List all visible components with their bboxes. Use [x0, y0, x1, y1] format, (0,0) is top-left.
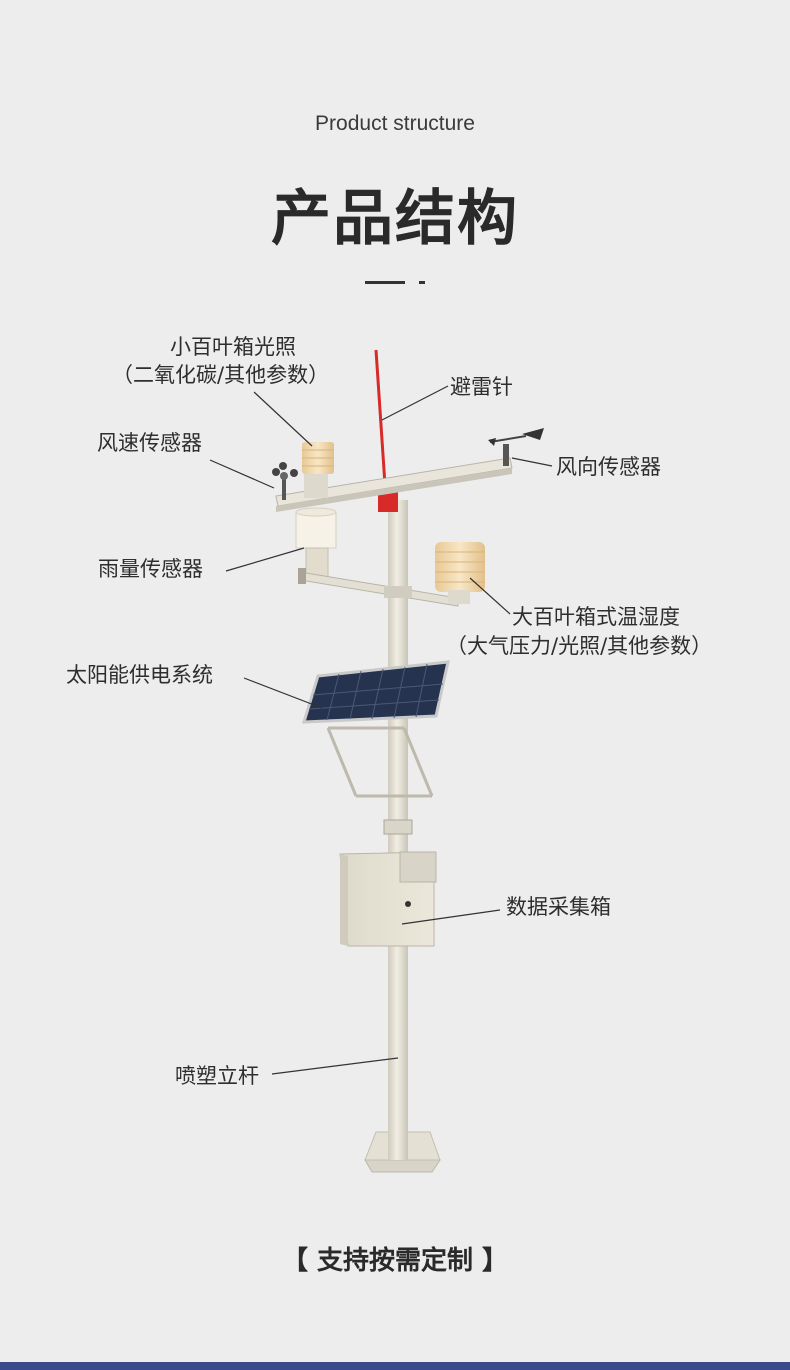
label-small-shutter-params: （二氧化碳/其他参数） [112, 363, 330, 387]
bottom-strip [0, 1362, 790, 1370]
solar-panel-shape [301, 660, 450, 724]
small-shutter-shape [302, 442, 334, 498]
title-underline [365, 281, 405, 284]
solar-bracket [326, 726, 434, 798]
label-pole: 喷塑立杆 [175, 1064, 259, 1088]
top-clamp [378, 490, 398, 512]
large-shutter-shape [435, 542, 485, 604]
lightning-rod-shape [374, 349, 388, 501]
label-solar-power: 太阳能供电系统 [66, 663, 213, 687]
wind-vane-shape [488, 428, 544, 466]
label-small-shutter-title: 小百叶箱光照 [170, 335, 296, 359]
anemometer-shape [272, 462, 298, 500]
title-underline-dot [419, 281, 425, 284]
label-wind-direction: 风向传感器 [556, 455, 661, 479]
section-title: 产品结构 [271, 184, 519, 254]
leader-lines [209, 385, 553, 1075]
upper-crossarm [275, 457, 513, 512]
label-data-box: 数据采集箱 [506, 895, 611, 919]
label-rain-gauge: 雨量传感器 [98, 557, 203, 581]
rain-gauge-shape [295, 507, 337, 579]
data-box-shape [339, 851, 437, 947]
label-wind-speed: 风速传感器 [97, 431, 202, 455]
section-subtitle: Product structure [315, 112, 475, 135]
label-large-shutter-title: 大百叶箱式温湿度 [512, 605, 680, 629]
pole-clamp [383, 819, 413, 835]
label-large-shutter-params: （大气压力/光照/其他参数） [446, 634, 713, 658]
label-lightning-rod: 避雷针 [450, 375, 513, 399]
lower-crossarm [298, 568, 459, 607]
customization-note: 【 支持按需定制 】 [281, 1246, 509, 1276]
